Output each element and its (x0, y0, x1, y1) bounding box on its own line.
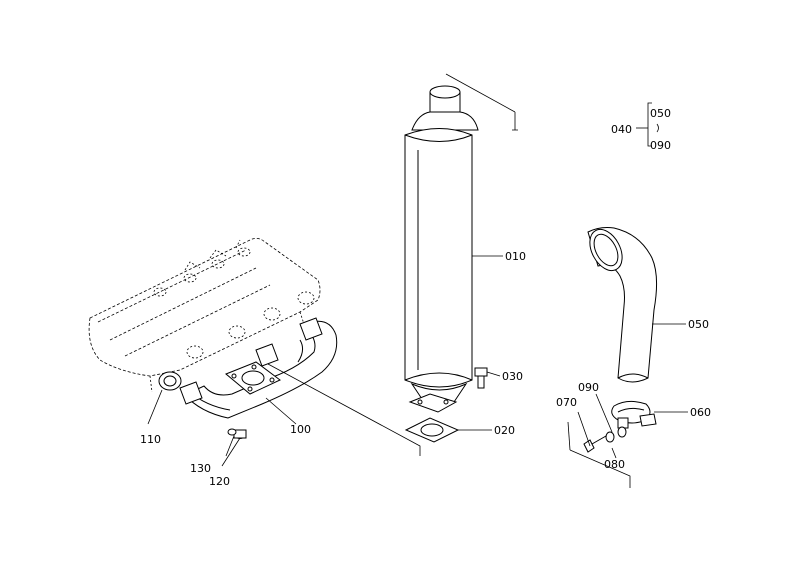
tail-pipe (587, 227, 658, 383)
bolt-030 (474, 367, 488, 389)
nut-and-washer (227, 428, 247, 439)
label-040: 040 (611, 123, 632, 136)
callout-labels: 010 020 030 040 050 090 050 060 070 090 … (140, 107, 711, 488)
label-090-range: 090 (650, 139, 671, 152)
leader-lines (147, 73, 688, 488)
label-110: 110 (140, 433, 161, 446)
exhaust-manifold (179, 317, 338, 419)
engine-block (88, 238, 321, 393)
clamp (611, 400, 657, 429)
gasket-020 (404, 417, 460, 443)
label-080: 080 (604, 458, 625, 471)
label-050-range: 050 (650, 107, 671, 120)
label-130: 130 (190, 462, 211, 475)
label-060: 060 (690, 406, 711, 419)
gasket-110 (158, 371, 182, 391)
label-100: 100 (290, 423, 311, 436)
clamp-hardware (583, 426, 627, 453)
label-030: 030 (502, 370, 523, 383)
label-020: 020 (494, 424, 515, 437)
label-010: 010 (505, 250, 526, 263)
muffler (404, 85, 479, 413)
label-050: 050 (688, 318, 709, 331)
label-090: 090 (578, 381, 599, 394)
label-120: 120 (209, 475, 230, 488)
label-070: 070 (556, 396, 577, 409)
